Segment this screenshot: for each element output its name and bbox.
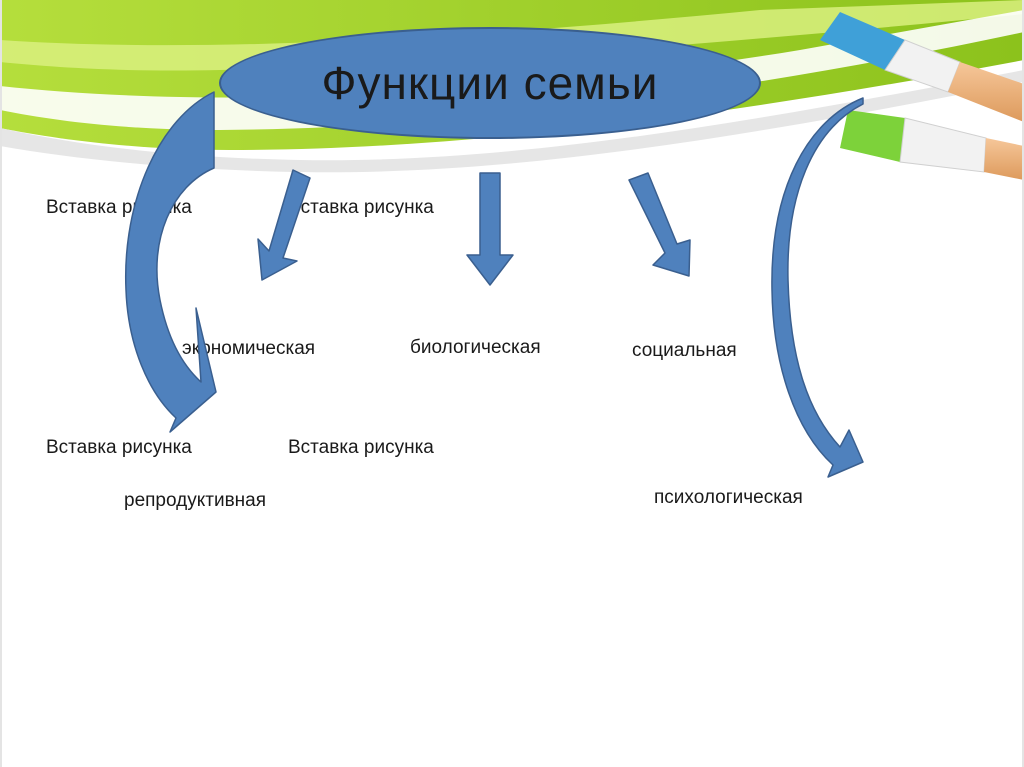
arrow-biological (466, 172, 514, 286)
picture-placeholder-top-right[interactable]: Вставка рисунка (288, 197, 434, 218)
function-reproductive: репродуктивная (124, 490, 267, 511)
function-economic: экономическая (182, 338, 316, 359)
arrow-social (628, 172, 691, 277)
function-psychological: психологическая (654, 487, 803, 508)
curved-arrow-left (124, 91, 217, 433)
right-edge-line (1022, 0, 1024, 767)
decor-grey-wave (0, 70, 1024, 173)
curved-arrow-right (771, 97, 864, 478)
title-oval[interactable]: Функции семьи (219, 27, 761, 139)
picture-placeholder-bottom-left[interactable]: Вставка рисунка (46, 437, 192, 458)
arrow-economic (257, 169, 311, 281)
function-social: социальная (632, 340, 737, 361)
left-edge-line (0, 0, 2, 767)
paintbrush-green-icon (840, 110, 1024, 180)
function-biological: биологическая (410, 337, 541, 358)
picture-placeholder-bottom-right[interactable]: Вставка рисунка (288, 437, 434, 458)
slide-title: Функции семьи (321, 57, 659, 109)
paintbrush-blue-icon (820, 12, 1024, 122)
